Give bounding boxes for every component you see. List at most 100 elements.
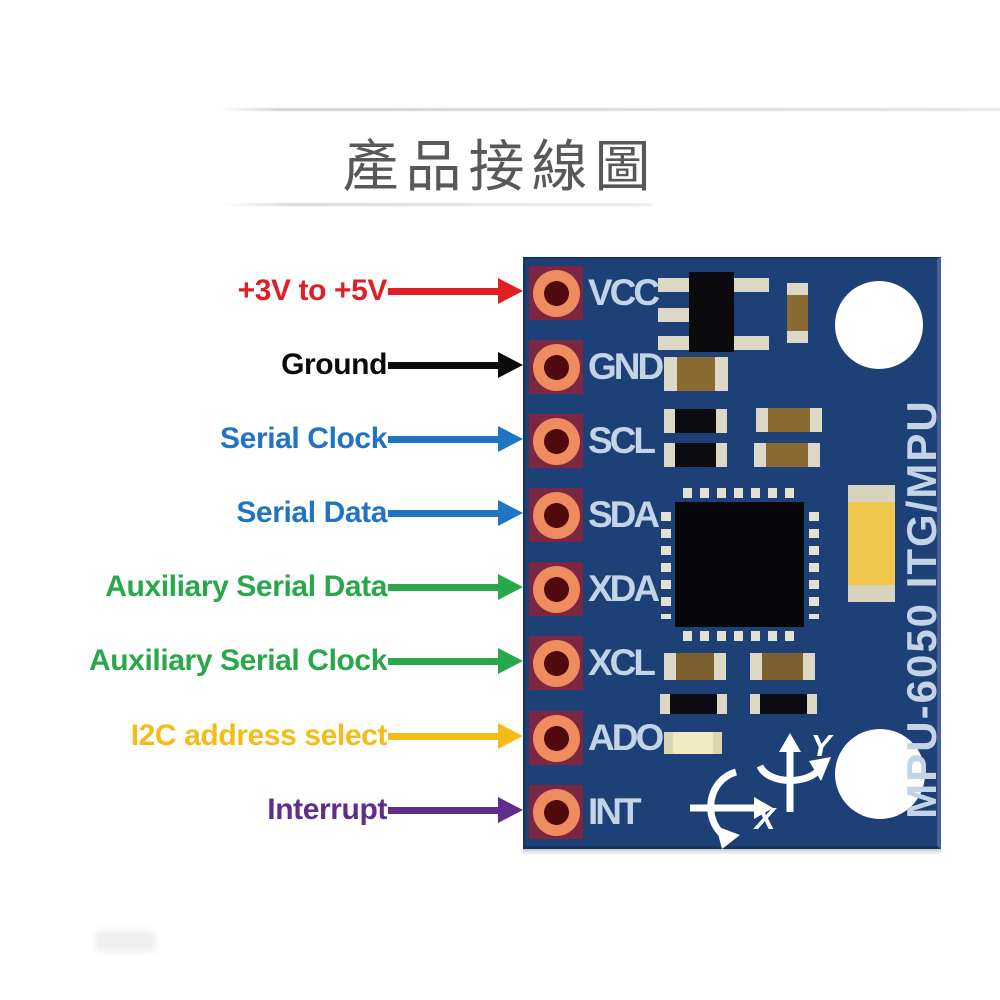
resistor: [756, 408, 822, 432]
ic-pads-left: [661, 512, 671, 619]
connection-label: I2C address select: [130, 719, 388, 752]
wire-arrow: [388, 278, 523, 304]
connection-label: Auxiliary Serial Clock: [88, 644, 387, 677]
pin-pad: [529, 636, 583, 690]
regulator-pad: [658, 278, 691, 292]
arrow-shaft: [388, 657, 498, 665]
arrow-shaft: [388, 509, 498, 517]
pin-hole-icon: [543, 354, 569, 380]
pin: SCL: [529, 414, 656, 468]
pin: GND: [529, 340, 664, 394]
pin: INT: [529, 785, 642, 839]
resistor: [750, 653, 815, 680]
capacitor: [664, 409, 727, 433]
wire-arrow: [388, 500, 523, 526]
arrow-shaft: [388, 287, 498, 295]
arrow-shaft: [388, 583, 498, 591]
silkscreen-text: MPU-6050 ITG/MPU: [898, 399, 945, 819]
arrow-head-icon: [498, 500, 523, 526]
pin-label: ADO: [588, 717, 664, 758]
arrow-shaft: [388, 732, 498, 740]
wire-arrow: [388, 723, 523, 749]
pin: VCC: [529, 266, 660, 320]
pin-label: INT: [588, 791, 642, 832]
capacitor: [664, 443, 727, 467]
pin-hole-icon: [543, 725, 569, 751]
pin-label: XCL: [588, 642, 656, 683]
pin-ring: [532, 343, 580, 391]
pin-pad: [529, 562, 583, 616]
pin-ring: [532, 565, 580, 613]
wire-arrow: [388, 574, 523, 600]
capacitor: [660, 694, 727, 714]
regulator-pad: [658, 336, 691, 350]
connection-label: Auxiliary Serial Data: [105, 570, 387, 603]
page-title: 產品接線圖: [342, 135, 658, 200]
pin-hole-icon: [543, 428, 569, 454]
ic-pads-bottom: [683, 631, 797, 641]
mounting-hole: [835, 729, 925, 819]
regulator-pad: [734, 278, 769, 292]
pin-ring: [532, 714, 580, 762]
arrow-head-icon: [498, 426, 523, 452]
ic-pads-top: [683, 488, 797, 498]
pin-hole-icon: [543, 502, 569, 528]
pin-ring: [532, 639, 580, 687]
pin-hole-icon: [543, 799, 569, 825]
pin-label: GND: [588, 346, 664, 387]
arrow-head-icon: [498, 797, 523, 823]
mpu6050-ic: [675, 502, 804, 627]
connection-row: Serial Data: [236, 496, 523, 530]
capacitor: [787, 283, 808, 343]
arrow-head-icon: [498, 352, 523, 378]
pin-pad: [529, 785, 583, 839]
arrow-shaft: [388, 806, 498, 814]
pin-label: SDA: [588, 494, 660, 535]
resistor: [664, 653, 726, 680]
pin-label: XDA: [588, 568, 660, 609]
capacitor: [664, 732, 722, 754]
pin: XDA: [529, 562, 660, 616]
connection-row: +3V to +5V: [238, 274, 523, 308]
regulator-pad: [658, 308, 691, 322]
arrow-shaft: [388, 435, 498, 443]
regulator-pad: [734, 336, 769, 350]
pin-hole-icon: [543, 280, 569, 306]
wire-arrow: [388, 797, 523, 823]
pin: XCL: [529, 636, 656, 690]
arrow-head-icon: [498, 278, 523, 304]
pin-hole-icon: [543, 576, 569, 602]
watermark: [95, 930, 155, 952]
pin-ring: [532, 269, 580, 317]
pin-label: SCL: [588, 420, 656, 461]
pin-ring: [532, 788, 580, 836]
arrow-head-icon: [498, 648, 523, 674]
pin-pad: [529, 711, 583, 765]
capacitor: [750, 694, 817, 714]
connection-label: Interrupt: [267, 793, 387, 826]
connection-row: Interrupt: [267, 793, 523, 827]
pin-pad: [529, 488, 583, 542]
arrow-shaft: [388, 361, 498, 369]
connection-row: Ground: [281, 348, 523, 382]
connection-label: +3V to +5V: [237, 274, 388, 307]
connection-label: Serial Clock: [220, 422, 387, 455]
connection-row: Auxiliary Serial Clock: [89, 644, 523, 678]
resistor: [664, 357, 728, 391]
pin-ring: [532, 417, 580, 465]
pin: ADO: [529, 711, 664, 765]
y-axis-label: Y: [810, 728, 832, 763]
x-axis-label: X: [754, 801, 776, 836]
pin-pad: [529, 340, 583, 394]
wire-arrow: [388, 352, 523, 378]
mpu6050-board: X Y MPU-6050 ITG/MPU VCC GND SCL: [523, 257, 945, 855]
arrow-head-icon: [498, 574, 523, 600]
connection-row: Serial Clock: [220, 422, 523, 456]
connection-label: Serial Data: [236, 496, 387, 529]
axis-indicator-icon: [690, 733, 831, 849]
connection-row: I2C address select: [131, 719, 523, 753]
pin-hole-icon: [543, 650, 569, 676]
wire-arrow: [388, 648, 523, 674]
resistor: [754, 443, 820, 467]
